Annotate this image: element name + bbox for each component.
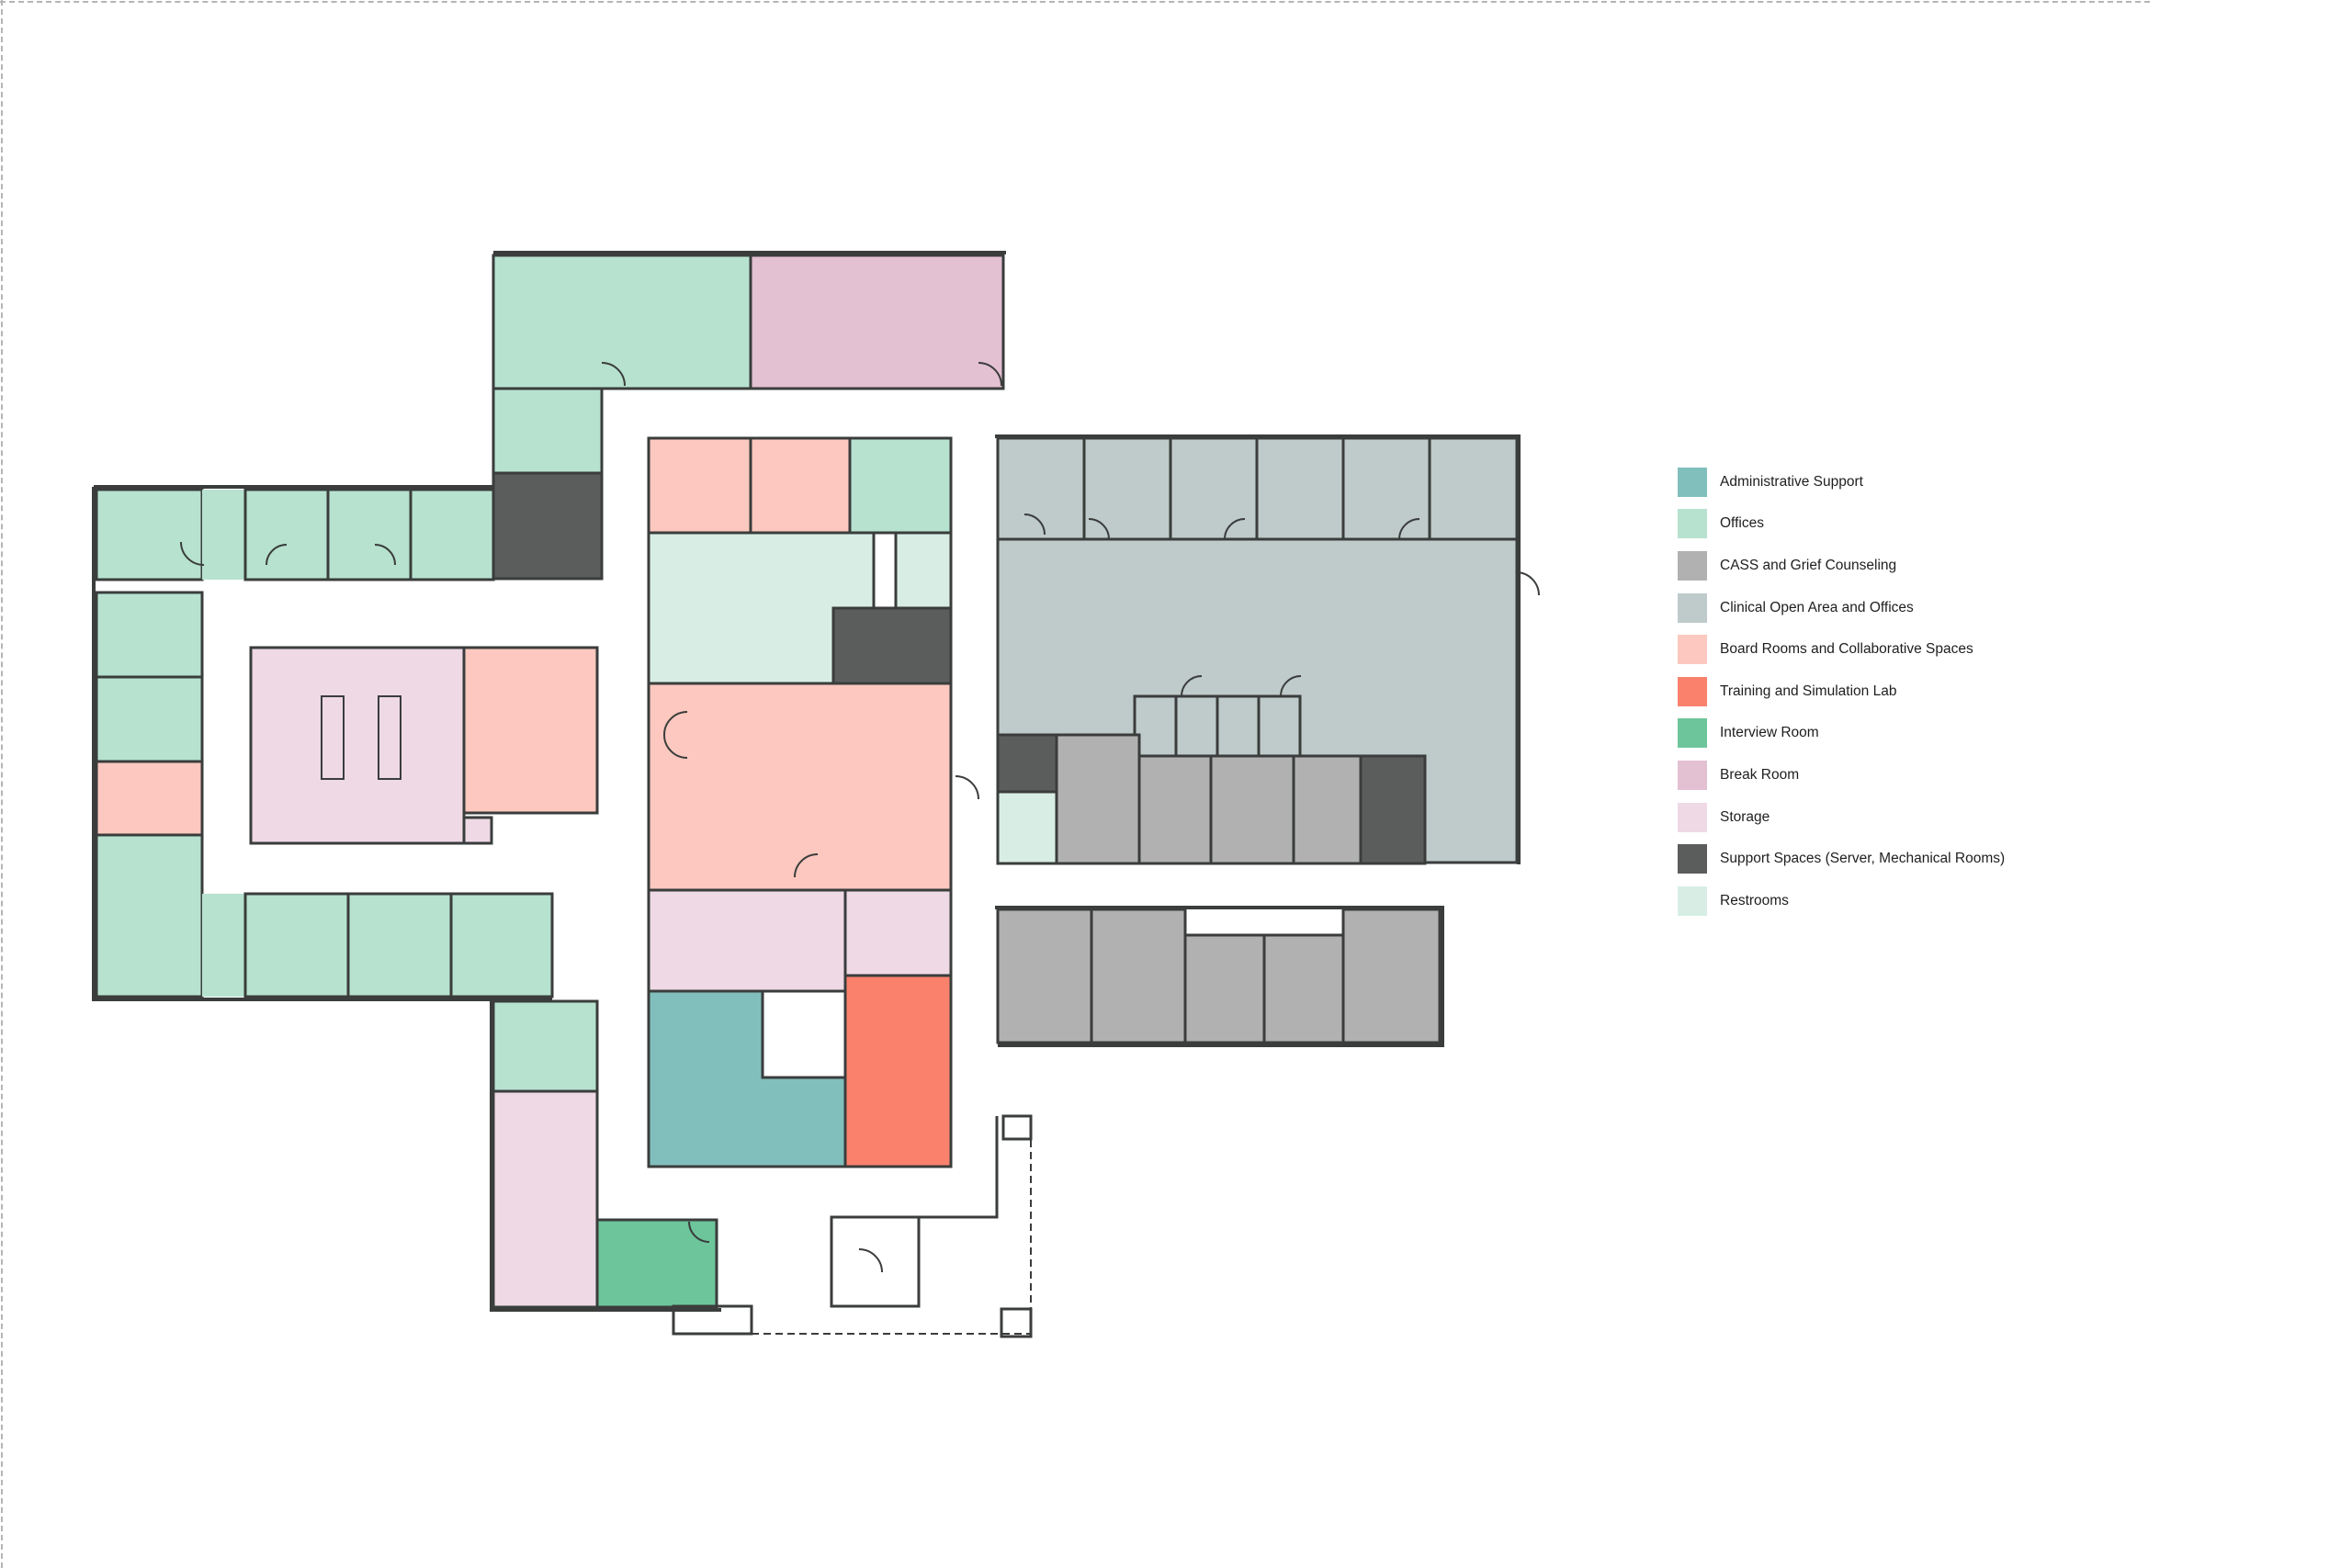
corridor-west-top <box>202 490 245 580</box>
room-storage-small-west <box>462 816 493 845</box>
room-board-center-2 <box>749 436 852 535</box>
room-training-lab <box>843 974 953 1168</box>
room-office-west-corner <box>95 488 204 581</box>
legend-swatch <box>1678 676 1707 706</box>
room-board-west <box>462 646 599 815</box>
legend-label: Restrooms <box>1720 892 1789 908</box>
legend-label: CASS and Grief Counseling <box>1720 557 1897 573</box>
page-frame-left <box>1 0 3 1568</box>
room-clinical-office-2 <box>1082 436 1172 541</box>
legend-item-administrative-support: Administrative Support <box>1678 461 2005 503</box>
room-office-west-top-3 <box>409 488 495 581</box>
room-board-center-large <box>647 682 953 892</box>
legend-label: Administrative Support <box>1720 473 1863 490</box>
room-cass-south-1 <box>996 908 1093 1044</box>
legend-swatch <box>1678 844 1707 874</box>
door-swings <box>180 362 1540 1273</box>
room-clinical-booth-1 <box>1133 694 1178 758</box>
room-office-west-bot-3 <box>449 892 554 998</box>
room-support-east-2 <box>1359 754 1427 865</box>
entry-vestibule <box>830 1116 999 1308</box>
legend-item-interview-room: Interview Room <box>1678 713 2005 755</box>
storage-table-2 <box>378 695 401 780</box>
room-storage-center-1 <box>647 888 847 993</box>
room-office-north-small <box>492 387 604 475</box>
room-cass-south-2 <box>1090 908 1187 1044</box>
room-cass-3 <box>1209 754 1295 865</box>
room-clinical-office-4 <box>1255 436 1345 541</box>
building-outline <box>92 251 1521 1312</box>
legend-item-support-spaces: Support Spaces (Server, Mechanical Rooms… <box>1678 838 2005 880</box>
room-office-west-col-3 <box>95 833 204 998</box>
legend-swatch <box>1678 550 1707 581</box>
legend-item-cass-grief-counseling: CASS and Grief Counseling <box>1678 545 2005 587</box>
room-office-west-col-1 <box>95 591 204 679</box>
canopy-outline <box>752 1139 1032 1335</box>
room-office-west-top-1 <box>243 488 330 581</box>
room-cass-1 <box>1055 733 1141 865</box>
room-office-west-col-2 <box>95 675 204 763</box>
legend-item-clinical-open-area: Clinical Open Area and Offices <box>1678 587 2005 629</box>
legend: Administrative Support Offices CASS and … <box>1678 461 2005 922</box>
storage-table-1 <box>321 695 345 780</box>
corridor-west-bottom <box>202 894 245 997</box>
room-cass-2 <box>1137 754 1213 865</box>
room-cass-4 <box>1292 754 1363 865</box>
room-support-center <box>831 606 953 685</box>
room-office-west-bot-1 <box>243 892 350 998</box>
legend-item-restrooms: Restrooms <box>1678 880 2005 922</box>
room-clinical-office-3 <box>1169 436 1259 541</box>
legend-item-break-room: Break Room <box>1678 754 2005 796</box>
entry-planter-1 <box>672 1304 753 1336</box>
entry-column <box>1001 1114 1033 1141</box>
room-admin-support <box>647 989 847 1168</box>
room-cass-south-4 <box>1262 933 1345 1044</box>
room-clinical-booth-4 <box>1257 694 1302 758</box>
legend-item-board-rooms: Board Rooms and Collaborative Spaces <box>1678 628 2005 671</box>
page-frame-top <box>0 1 2150 3</box>
legend-label: Clinical Open Area and Offices <box>1720 599 1914 615</box>
legend-label: Storage <box>1720 808 1770 825</box>
legend-item-training-lab: Training and Simulation Lab <box>1678 671 2005 713</box>
room-clinical-office-5 <box>1341 436 1431 541</box>
legend-label: Break Room <box>1720 766 1800 783</box>
legend-swatch <box>1678 509 1707 539</box>
room-break-room <box>749 254 1005 390</box>
legend-swatch <box>1678 760 1707 790</box>
room-office-west-bot-2 <box>346 892 453 998</box>
room-support-east-1 <box>996 733 1058 794</box>
legend-swatch <box>1678 467 1707 497</box>
legend-item-offices: Offices <box>1678 503 2005 546</box>
legend-swatch <box>1678 592 1707 623</box>
legend-label: Training and Simulation Lab <box>1720 682 1897 699</box>
room-support-north <box>492 471 604 581</box>
room-cass-south-3 <box>1183 933 1266 1044</box>
room-cass-south-5 <box>1341 908 1442 1044</box>
legend-label: Offices <box>1720 515 1764 532</box>
legend-swatch <box>1678 718 1707 749</box>
legend-swatch <box>1678 635 1707 665</box>
room-interview <box>595 1218 718 1309</box>
room-storage-southwest <box>492 1089 599 1309</box>
room-office-north-large <box>492 254 752 390</box>
legend-item-storage: Storage <box>1678 796 2005 839</box>
room-collab-west <box>95 760 204 837</box>
legend-swatch <box>1678 802 1707 832</box>
room-storage-center-2 <box>843 888 953 977</box>
room-restroom-single <box>894 531 953 610</box>
room-restroom-east <box>996 790 1058 865</box>
room-office-west-top-2 <box>326 488 413 581</box>
room-office-center <box>848 436 953 535</box>
legend-label: Board Rooms and Collaborative Spaces <box>1720 641 1973 658</box>
room-storage-west <box>249 646 466 845</box>
room-clinical-booth-3 <box>1216 694 1261 758</box>
room-board-center-1 <box>647 436 752 535</box>
room-office-southwest <box>492 999 599 1093</box>
legend-label: Support Spaces (Server, Mechanical Rooms… <box>1720 851 2006 867</box>
room-clinical-office-6 <box>1428 436 1519 541</box>
legend-label: Interview Room <box>1720 725 1819 741</box>
entry-planter-2 <box>1000 1307 1033 1338</box>
legend-swatch <box>1678 886 1707 916</box>
room-clinical-booth-2 <box>1174 694 1219 758</box>
